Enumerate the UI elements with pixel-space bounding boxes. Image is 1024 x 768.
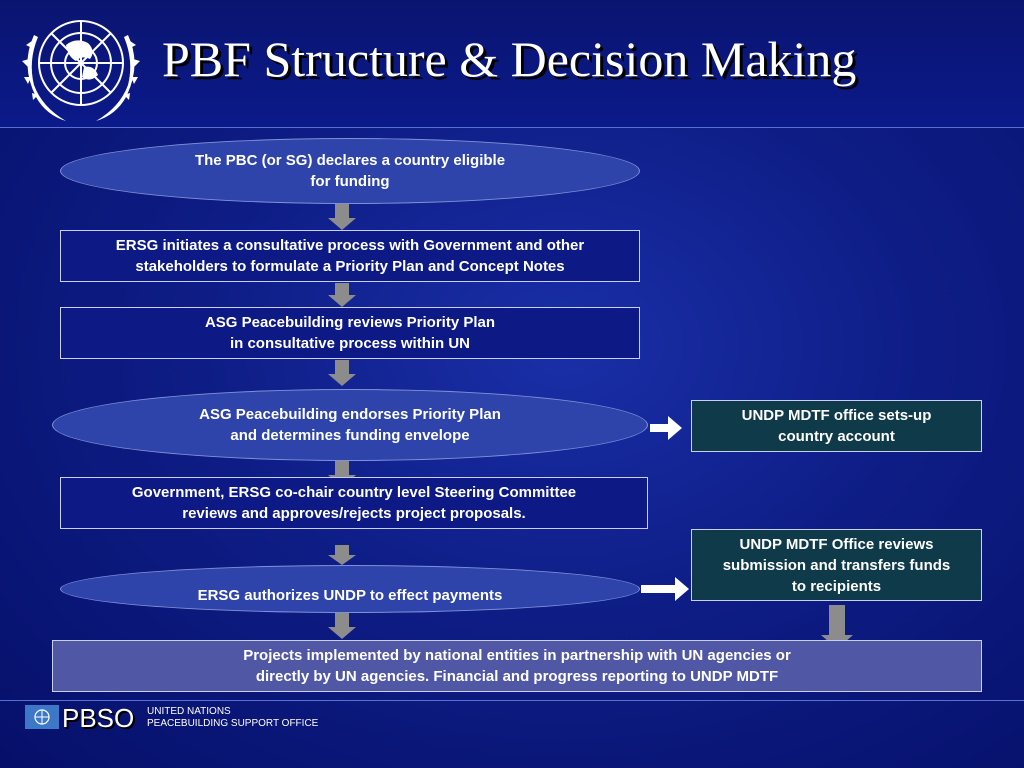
side2-line1: UNDP MDTF Office reviews <box>739 535 934 553</box>
step4-line2: and determines funding envelope <box>230 427 470 444</box>
title-band <box>0 0 1024 127</box>
side1-line2: country account <box>778 428 895 445</box>
step1-line2: for funding <box>310 173 390 190</box>
step2-line1: ERSG initiates a consultative process wi… <box>115 237 585 254</box>
footer-divider <box>0 700 1024 701</box>
down-arrow-icon <box>328 613 356 639</box>
down-arrow-icon <box>328 283 356 307</box>
step5-line1: Government, ERSG co-chair country level … <box>131 484 577 501</box>
step7-line2: directly by UN agencies. Financial and p… <box>255 668 779 685</box>
step-project-implementation: Projects implemented by national entitie… <box>52 640 982 692</box>
un-emblem-icon <box>22 20 140 121</box>
down-arrow-icon <box>328 204 356 230</box>
right-arrow-icon <box>641 577 689 601</box>
step-steering-committee: Government, ERSG co-chair country level … <box>60 477 648 529</box>
un-flag-logo <box>25 705 59 729</box>
step2-line2: stakeholders to formulate a Priority Pla… <box>135 258 565 275</box>
step-consultative-process: ERSG initiates a consultative process wi… <box>60 230 640 282</box>
step6-line1: ERSG authorizes UNDP to effect payments <box>197 587 503 604</box>
step5-line2: reviews and approves/rejects project pro… <box>182 505 526 522</box>
step3-line2: in consultative process within UN <box>229 335 471 352</box>
down-arrow-icon <box>328 545 356 565</box>
footer-organization: UNITED NATIONS PEACEBUILDING SUPPORT OFF… <box>147 706 318 730</box>
step-ersg-authorizes-payment: ERSG authorizes UNDP to effect payments <box>60 565 640 613</box>
side2-line2: submission and transfers funds <box>722 556 951 574</box>
footer-acronym: PBSO <box>62 703 135 733</box>
step-eligibility-declaration: The PBC (or SG) declares a country eligi… <box>60 138 640 204</box>
side2-line3: to recipients <box>791 577 882 595</box>
step1-line1: The PBC (or SG) declares a country eligi… <box>194 152 506 169</box>
side-mdtf-account-setup: UNDP MDTF office sets-up country account <box>691 400 982 452</box>
side1-line1: UNDP MDTF office sets-up <box>741 407 932 424</box>
down-arrow-icon <box>328 360 356 386</box>
page-title: PBF Structure & Decision Making <box>162 31 857 87</box>
footer-org-line1: UNITED NATIONS <box>147 706 231 717</box>
title-divider <box>0 127 1024 128</box>
footer-org-line2: PEACEBUILDING SUPPORT OFFICE <box>147 718 319 729</box>
step-asg-review: ASG Peacebuilding reviews Priority Plan … <box>60 307 640 359</box>
step7-line1: Projects implemented by national entitie… <box>243 647 791 664</box>
step4-line1: ASG Peacebuilding endorses Priority Plan <box>199 406 501 423</box>
step3-line1: ASG Peacebuilding reviews Priority Plan <box>204 314 496 331</box>
un-small-emblem-icon <box>34 709 50 725</box>
right-arrow-icon <box>650 416 682 440</box>
side-mdtf-transfer: UNDP MDTF Office reviews submission and … <box>691 529 982 601</box>
step-asg-endorsement: ASG Peacebuilding endorses Priority Plan… <box>52 389 648 461</box>
